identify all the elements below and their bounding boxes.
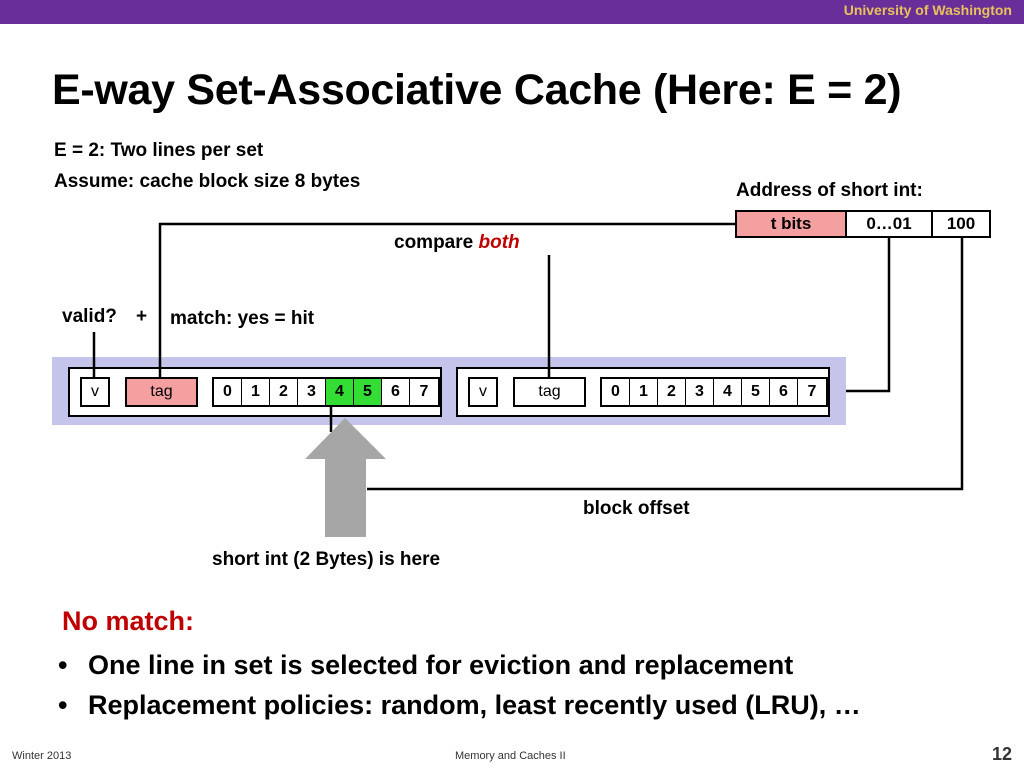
- byte-7-line-1: 7: [419, 383, 429, 400]
- no-match-bullets: One line in set is selected for eviction…: [58, 645, 861, 725]
- address-label: Address of short int:: [736, 180, 923, 201]
- byte-5-line-2: 5: [742, 379, 770, 405]
- intro-line-2: Assume: cache block size 8 bytes: [54, 171, 361, 192]
- tag-compare-line: [158, 222, 735, 377]
- valid-label: valid?: [62, 306, 117, 327]
- block-offset-label: block offset: [583, 498, 690, 519]
- up-arrow: [305, 418, 386, 537]
- tag-line-1: tag: [125, 377, 198, 407]
- compare-label: compare both: [394, 232, 520, 254]
- byte-4-line-2: 4: [714, 379, 742, 405]
- byte-4-line-1: 4: [326, 379, 354, 405]
- footer-center: Memory and Caches II: [455, 750, 566, 762]
- byte-3-line-2: 3: [686, 379, 714, 405]
- compare-prefix: compare: [394, 232, 479, 253]
- no-match-heading: No match:: [62, 606, 195, 636]
- byte-2-line-2: 2: [658, 379, 686, 405]
- page-number: 12: [991, 744, 1012, 764]
- university-name: University of Washington: [843, 2, 1012, 18]
- footer-left: Winter 2013: [12, 750, 72, 762]
- byte-5-line-1: 5: [354, 379, 382, 405]
- tag-line-2: tag: [513, 377, 586, 407]
- top-bar: University of Washington: [0, 0, 1024, 24]
- byte-6-line-2: 6: [770, 379, 798, 405]
- set-index-line: [846, 238, 891, 393]
- valid-bit-line-2: v: [468, 377, 498, 407]
- byte-0-line-1: 0: [214, 379, 242, 405]
- address-tag-bits: t bits: [735, 210, 847, 238]
- byte-7-line-2: 7: [807, 383, 817, 400]
- byte-1-line-2: 1: [630, 379, 658, 405]
- match-label: match: yes = hit: [170, 308, 315, 329]
- valid-bit-line-1: v: [80, 377, 110, 407]
- bullet-eviction: One line in set is selected for eviction…: [58, 645, 861, 685]
- byte-1-line-1: 1: [242, 379, 270, 405]
- address-set-index: 0…01: [845, 210, 933, 238]
- block-offset-line: [367, 238, 964, 491]
- intro-line-1: E = 2: Two lines per set: [54, 140, 264, 161]
- byte-3-line-1: 3: [298, 379, 326, 405]
- byte-2-line-1: 2: [270, 379, 298, 405]
- address-block-offset: 100: [931, 210, 991, 238]
- short-int-label: short int (2 Bytes) is here: [212, 549, 441, 570]
- bullet-replacement-policies: Replacement policies: random, least rece…: [58, 685, 861, 725]
- plus-label: +: [136, 306, 148, 327]
- slide-title: E-way Set-Associative Cache (Here: E = 2…: [52, 66, 902, 114]
- byte-6-line-1: 6: [382, 379, 410, 405]
- compare-emphasis: both: [478, 232, 520, 253]
- byte-0-line-2: 0: [602, 379, 630, 405]
